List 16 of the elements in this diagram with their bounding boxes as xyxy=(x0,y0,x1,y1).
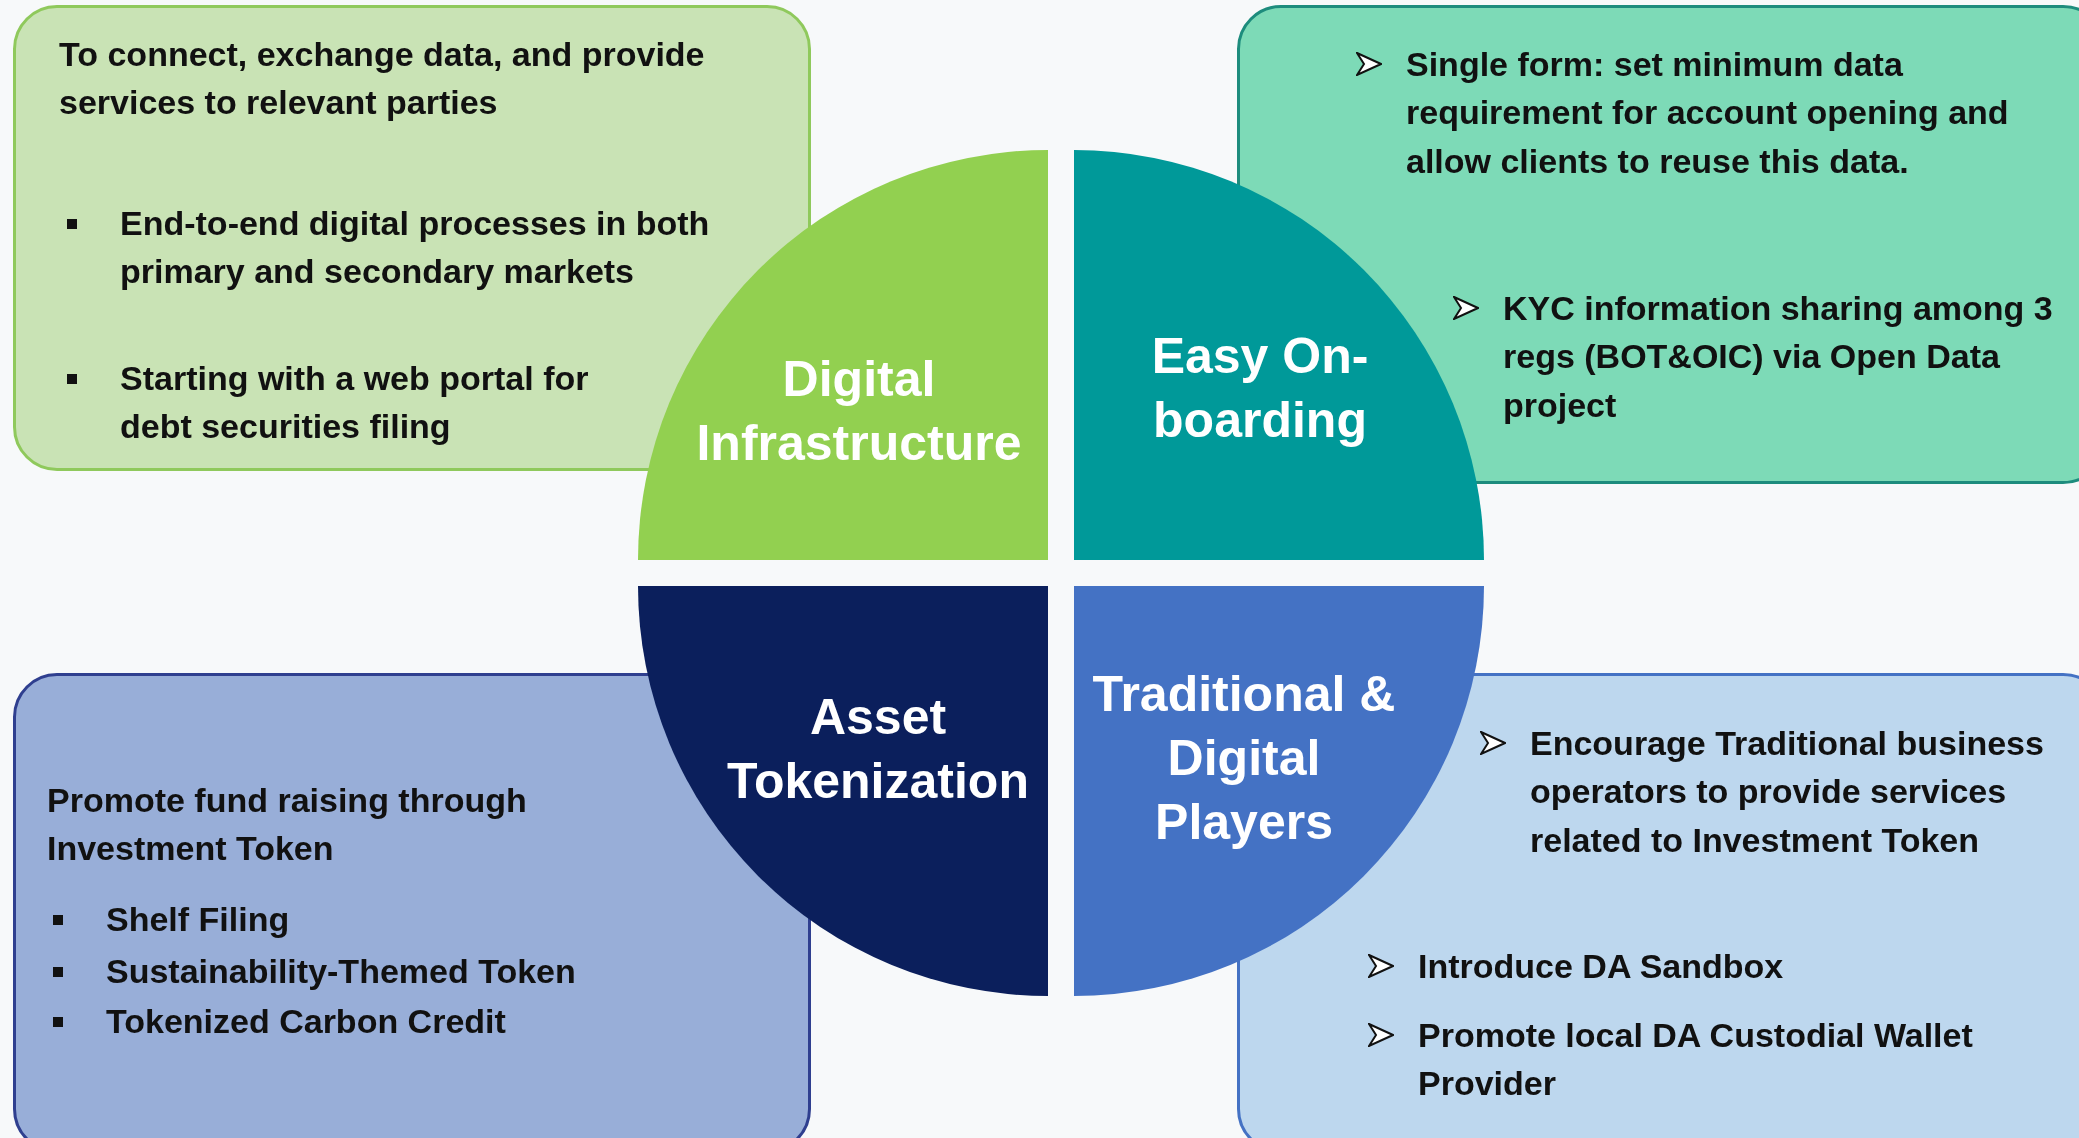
bullet-text: Starting with a web portal for debt securities filing xyxy=(120,358,590,448)
bullet-text: Encourage Traditional business operators to provide services related to Investment Token xyxy=(1530,723,2045,861)
quadrant-title: Asset Tokenization xyxy=(726,688,1030,811)
bullet-text: Introduce DA Sandbox xyxy=(1418,946,1784,987)
bullet-text: Shelf Filing xyxy=(106,899,290,940)
quadrant-title: Digital Infrastructure xyxy=(695,350,1023,473)
bullet-text: Promote local DA Custodial Wallet Provider xyxy=(1418,1015,1974,1105)
bullet-text: End-to-end digital processes in both primary and secondary markets xyxy=(120,203,710,293)
heading-text: Promote fund raising through Investment Token xyxy=(47,780,528,870)
bullet-text: Tokenized Carbon Credit xyxy=(106,1001,506,1042)
bullet-text: Sustainability-Themed Token xyxy=(106,951,576,992)
bullet-text: KYC information sharing among 3 regs (BOT&OIC) via Open Data project xyxy=(1503,288,2054,426)
bullet-text: Single form: set minimum data requirement for account opening and allow clients to reuse this data. xyxy=(1406,44,2010,182)
quadrant-title: Traditional & Digital Players xyxy=(1091,665,1397,852)
heading-text: To connect, exchange data, and provide services to relevant parties xyxy=(59,34,706,124)
quadrant-title: Easy On-boarding xyxy=(1150,327,1370,450)
